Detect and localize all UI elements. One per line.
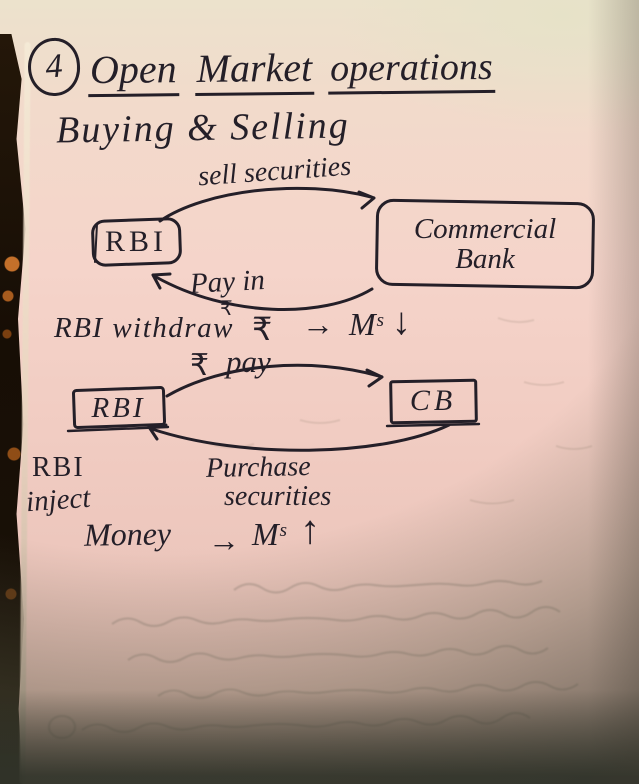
commercial-bank-label-line2: Bank	[455, 243, 515, 275]
withdraw-money-supply: Mˢ	[349, 306, 383, 342]
title-word-operations: operations	[327, 45, 495, 95]
cb-box-extra-stroke	[385, 422, 481, 428]
cb-box-label: CB	[409, 384, 457, 417]
sell-securities-arrow	[158, 186, 376, 223]
withdraw-currency-symbol: ₹	[252, 311, 273, 347]
withdraw-arrow-symbol: →	[302, 306, 334, 342]
inject-note-line2: inject	[24, 481, 92, 519]
page-title: Open Market operations	[87, 42, 495, 98]
subtitle: Buying & Selling	[55, 104, 351, 152]
money-arrow-symbol: →	[208, 522, 240, 558]
money-word: Money	[83, 515, 172, 553]
rbi-box-2-label: RBI	[91, 391, 146, 424]
withdraw-down-arrow: ↓	[392, 301, 411, 343]
withdraw-note-text: RBI withdraw	[54, 312, 234, 344]
pay-currency-symbol-2: ₹	[190, 349, 210, 382]
inject-note-line1: RBI	[32, 452, 85, 483]
money-up-arrow: ↑	[300, 507, 320, 552]
rbi-box-1-label: RBI	[104, 225, 167, 258]
purchase-return-arrow	[147, 423, 451, 452]
money-supply-symbol: Mˢ	[252, 516, 286, 552]
bleed-through-ghost-text	[47, 579, 579, 740]
commercial-bank-label: Commercial Bank	[379, 203, 591, 285]
title-word-market: Market	[194, 44, 315, 97]
purchase-label-line1: Purchase	[205, 451, 311, 484]
commercial-bank-label-line1: Commercial	[413, 212, 557, 245]
page-number: 4	[44, 47, 64, 86]
title-word-open: Open	[87, 46, 179, 98]
pay-label-2: pay	[226, 344, 271, 379]
